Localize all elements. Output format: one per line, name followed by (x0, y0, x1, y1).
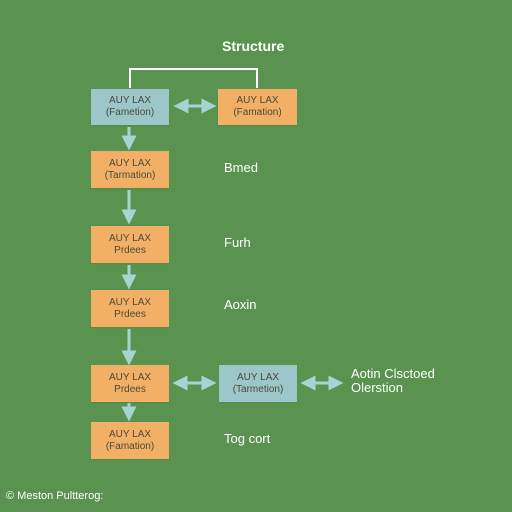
node-line2: Prdees (114, 383, 146, 395)
node-row4[interactable]: AUY LAX Prdees (91, 290, 169, 327)
node-row3[interactable]: AUY LAX Prdees (91, 226, 169, 263)
node-line2: (Fametion) (105, 107, 155, 118)
node-line1: AUY LAX (108, 95, 152, 106)
label-furh: Furh (224, 235, 251, 250)
node-line2: (Famation) (233, 107, 282, 118)
label-aoxin: Aoxin (224, 297, 257, 312)
label-right-line2: Olerstion (351, 380, 404, 395)
node-top-left[interactable]: AUY LAX (Fametion) (91, 89, 169, 125)
label-tog-cort: Tog cort (224, 431, 271, 446)
footer-credit: © Meston Pultterog: (6, 490, 104, 502)
label-right-side: Aotin Clsctoed Olerstion (351, 367, 435, 395)
node-line1: AUY LAX (108, 232, 152, 244)
node-line2: Prdees (114, 244, 146, 256)
node-line2: Prdees (114, 308, 146, 320)
node-row5-right[interactable]: AUY LAX (Tarmetion) (219, 365, 297, 402)
node-line1: AUY LAX (236, 371, 280, 383)
node-top-right[interactable]: AUY LAX (Famation) (218, 89, 297, 125)
node-line1: AUY LAX (108, 157, 152, 169)
node-line1: AUY LAX (108, 296, 152, 308)
node-row2[interactable]: AUY LAX (Tarmation) (91, 151, 169, 188)
diagram-title: Structure (222, 38, 285, 54)
node-line1: AUY LAX (108, 428, 152, 440)
label-bmed: Bmed (224, 160, 258, 175)
label-right-line1: Aotin Clsctoed (351, 366, 435, 381)
top-bracket (129, 68, 258, 88)
node-line2: (Tarmetion) (232, 383, 284, 395)
node-line1: AUY LAX (236, 95, 279, 106)
node-row5[interactable]: AUY LAX Prdees (91, 365, 169, 402)
node-row6[interactable]: AUY LAX (Famation) (91, 422, 169, 459)
node-line2: (Famation) (105, 440, 155, 452)
node-line1: AUY LAX (108, 371, 152, 383)
node-line2: (Tarmation) (104, 169, 156, 181)
